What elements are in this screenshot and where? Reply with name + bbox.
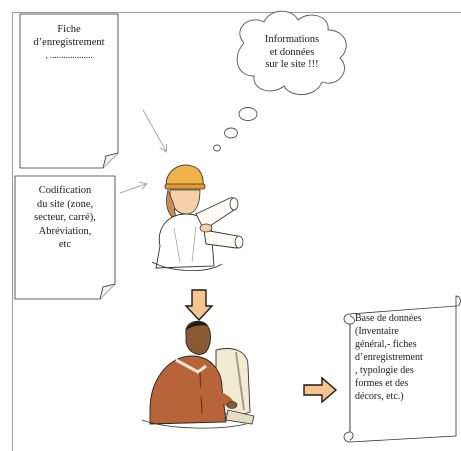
codif-line-1: Codification: [38, 185, 92, 196]
connector-arrow-2: [119, 184, 146, 194]
thought-cloud-text: Informations et données sur le site !!!: [250, 34, 334, 72]
fiche-line-2: d’enregistrement: [33, 36, 105, 48]
codif-line-3: secteur, carré),: [34, 212, 96, 223]
fiche-line-1: Fiche: [57, 24, 81, 35]
cloud-line-2: et données: [269, 46, 315, 58]
scroll-line-7: décors, etc.): [355, 391, 404, 402]
frame-top-line: [12, 12, 461, 13]
computer-user-figure-icon: [141, 320, 255, 429]
database-scroll-text: Base de données (Inventaire général,- fi…: [355, 312, 455, 403]
right-arrow-icon: [303, 376, 338, 404]
cloud-line-1: Informations: [264, 34, 320, 45]
scroll-line-1: Base de données: [355, 313, 422, 324]
fiche-line-3: , ...................: [45, 50, 93, 60]
connector-arrow-1: [142, 109, 166, 151]
down-arrow-icon: [184, 289, 214, 322]
scroll-line-6: formes et des: [355, 378, 409, 389]
scroll-line-4: d’enregistrement: [355, 352, 423, 363]
scroll-line-2: (Inventaire: [355, 326, 399, 337]
codif-line-4: Abréviation,: [38, 225, 92, 237]
database-scroll: [343, 295, 461, 443]
frame-left-line: [12, 12, 13, 451]
note-box-fiche-text: Fiche d’enregistrement , ...............…: [22, 24, 116, 62]
codif-line-5: etc: [58, 239, 72, 250]
architect-figure-icon: [151, 164, 244, 271]
note-box-codification-text: Codification du site (zone, secteur, car…: [17, 184, 113, 252]
note-box-codification: [14, 175, 116, 300]
codif-line-2: du site (zone,: [36, 198, 94, 210]
note-box-fiche: [19, 13, 119, 169]
scroll-line-3: général,- fiches: [355, 339, 417, 350]
cloud-line-3: sur le site !!!: [265, 59, 319, 70]
thought-cloud: [213, 10, 347, 152]
scroll-line-5: , typologie des: [355, 365, 414, 376]
